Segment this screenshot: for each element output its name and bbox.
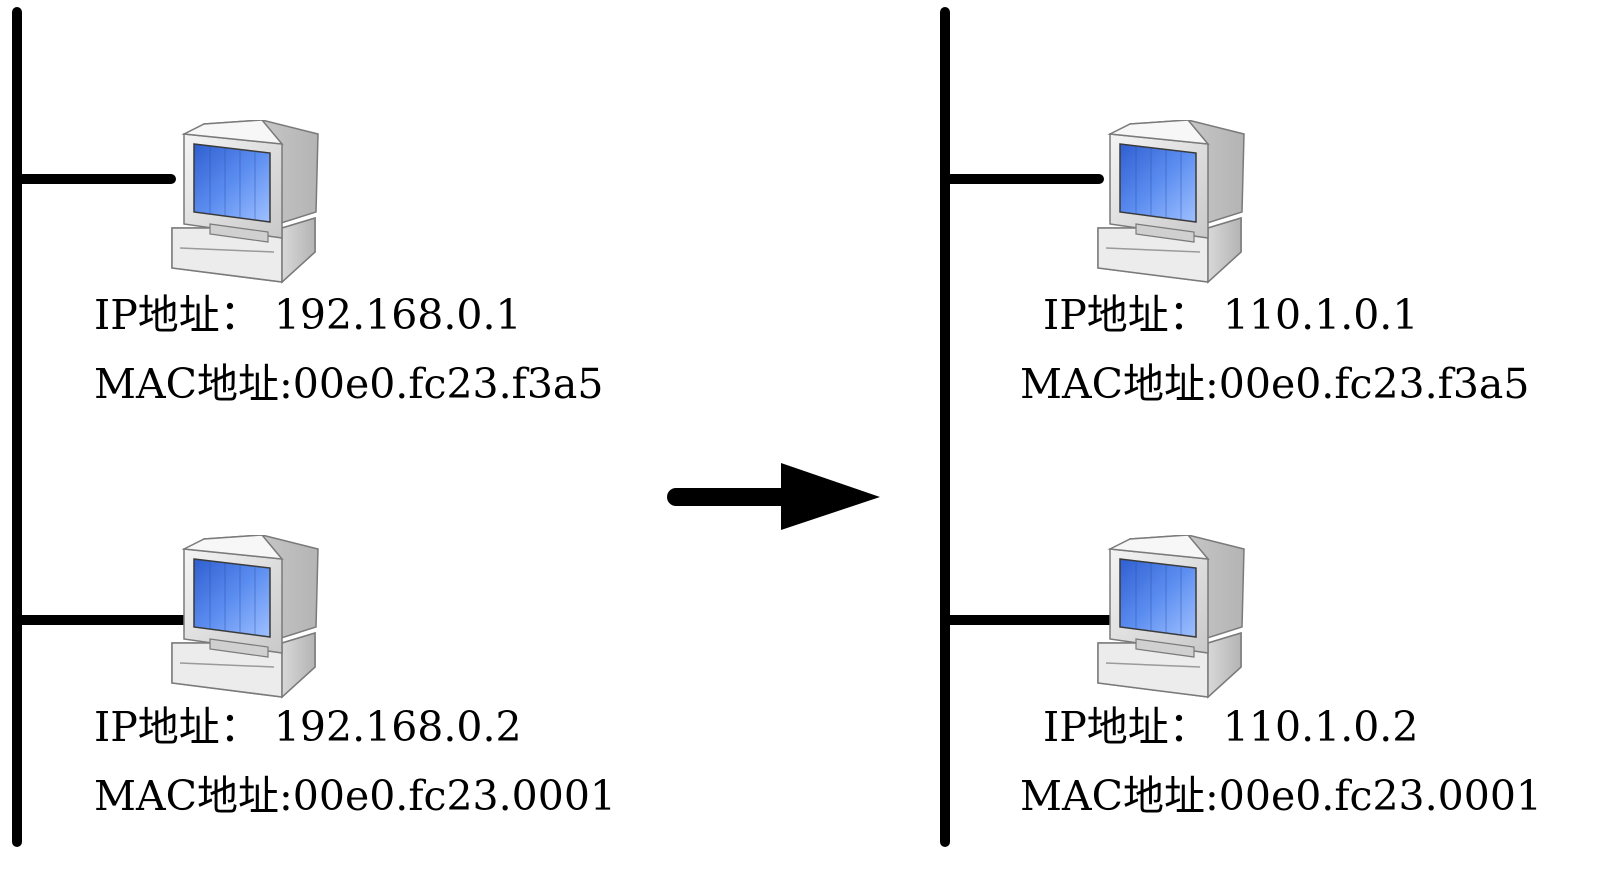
right-host-2-link xyxy=(940,615,1118,625)
left-host-1-mac-label: MAC地址:00e0.fc23.f3a5 xyxy=(94,360,604,408)
left-network-bus xyxy=(12,7,22,847)
right-network-bus xyxy=(940,7,950,847)
right-host-1-mac-label: MAC地址:00e0.fc23.f3a5 xyxy=(1020,360,1530,408)
right-arrow-icon xyxy=(667,463,880,530)
computer-icon xyxy=(1097,120,1245,283)
left-host-2-mac-label: MAC地址:00e0.fc23.0001 xyxy=(94,772,617,820)
right-host-2-ip-label: IP地址： 110.1.0.2 xyxy=(1043,703,1419,751)
left-host-2-ip-label: IP地址： 192.168.0.2 xyxy=(94,703,522,751)
left-host-2-link xyxy=(12,615,190,625)
right-host-1-ip-label: IP地址： 110.1.0.1 xyxy=(1043,291,1419,339)
left-host-1-ip-label: IP地址： 192.168.0.1 xyxy=(94,291,522,339)
computer-icon xyxy=(171,535,319,698)
computer-icon xyxy=(171,120,319,283)
left-host-1-link xyxy=(12,174,176,184)
right-host-2-mac-label: MAC地址:00e0.fc23.0001 xyxy=(1020,772,1543,820)
right-host-1-link xyxy=(940,174,1104,184)
computer-icon xyxy=(1097,535,1245,698)
